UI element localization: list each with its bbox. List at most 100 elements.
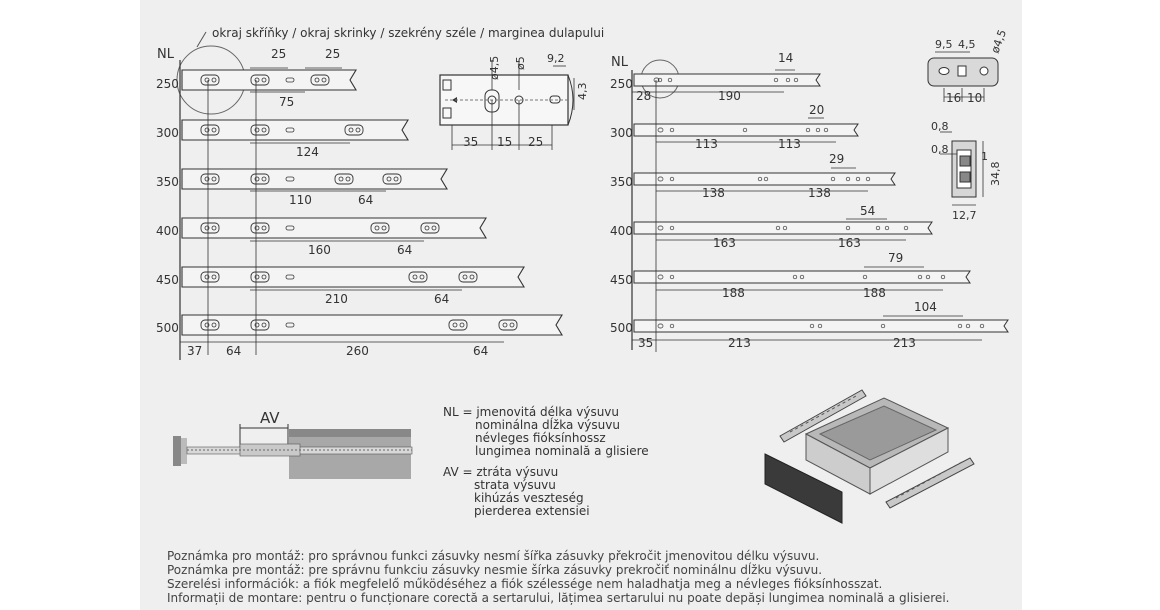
rail-hole [903, 225, 909, 231]
left-rail [181, 69, 357, 91]
rail-hole [254, 322, 260, 328]
r-dim-250-a: 14 [778, 51, 793, 65]
rail-hole [314, 77, 320, 83]
rail-hole [940, 274, 946, 280]
r-row-400: 400 [610, 224, 633, 238]
rail-hole [261, 274, 267, 280]
rail-hole [785, 77, 791, 83]
note-hu: Szerelési információk: a fiók megfelelő … [167, 577, 883, 591]
legend-av-line: kihúzás veszteség [474, 491, 584, 505]
rail-slot [382, 173, 402, 185]
rail-hole [261, 127, 267, 133]
l-dim-500-d: 64 [473, 344, 488, 358]
r-dim-500-b: 35 [638, 336, 653, 350]
rail-hole [393, 176, 399, 182]
rail-small-slot [285, 77, 295, 83]
rail-hole [809, 323, 815, 329]
left-rail-body [181, 266, 525, 288]
legend-av-line: pierderea extensiei [474, 504, 590, 518]
cabinet-edge-label: okraj skříňky / okraj skrinky / szekrény… [212, 26, 604, 40]
rail-hole [773, 77, 779, 83]
rail-hole [204, 176, 210, 182]
drawing-sheet [140, 0, 1022, 610]
rd-bottom-1: 10 [967, 91, 982, 105]
rail-slot [310, 74, 330, 86]
rail-hole [979, 323, 985, 329]
ld-bottom-0: 35 [463, 135, 478, 149]
legend-av-line: strata výsuvu [474, 478, 556, 492]
rail-hole [763, 176, 769, 182]
legend-av-line: AV = ztráta výsuvu [443, 465, 559, 479]
rail-slot [370, 222, 390, 234]
r-dim-400-a: 54 [860, 204, 875, 218]
r-dim-300-c: 113 [778, 137, 801, 151]
rail-hole [424, 225, 430, 231]
r-dim-350-c: 138 [808, 186, 831, 200]
ld-bottom-1: 15 [497, 135, 512, 149]
rail-slot [250, 319, 270, 331]
rail-hole [862, 274, 868, 280]
r-dim-500-a: 104 [914, 300, 937, 314]
rd-prof-1: 0,8 [931, 143, 949, 156]
rail-slot [420, 222, 440, 234]
l-row-450: 450 [156, 273, 179, 287]
left-rail-body [181, 217, 487, 239]
rd-prof-0: 0,8 [931, 120, 949, 133]
rail-small-slot [285, 127, 295, 133]
rail-hole [345, 176, 351, 182]
r-row-450: 450 [610, 273, 633, 287]
note-sk: Poznámka pre montáž: pre správnu funkciu… [167, 563, 823, 577]
legend-av: AV = ztráta výsuvu strata výsuvu kihúzás… [443, 466, 590, 518]
right-rail-body [633, 73, 821, 87]
l-row-250: 250 [156, 77, 179, 91]
rail-profile-detail [940, 131, 984, 206]
rail-hole [321, 77, 327, 83]
rail-hole [261, 176, 267, 182]
rd-top-0: 9,5 [935, 38, 953, 51]
right-rail [633, 270, 971, 284]
l-dim-400-b: 64 [397, 243, 412, 257]
l-dim-250-a: 25 [271, 47, 286, 61]
rail-hole [204, 77, 210, 83]
rail-hole [254, 176, 260, 182]
rail-hole [875, 225, 881, 231]
legend-nl: NL = jmenovitá délka výsuvu nominálna dĺ… [443, 406, 649, 458]
rail-small-slot [653, 77, 660, 83]
rail-hole [925, 274, 931, 280]
left-rails [181, 69, 563, 336]
rail-hole [261, 322, 267, 328]
rail-hole [254, 77, 260, 83]
l-dim-350-b: 64 [358, 193, 373, 207]
rd-prof-4: 12,7 [952, 209, 977, 222]
right-rail-body [633, 319, 1009, 333]
rail-hole [431, 225, 437, 231]
r-dim-450-b: 188 [722, 286, 745, 300]
right-rail-body [633, 270, 971, 284]
r-dim-350-b: 138 [702, 186, 725, 200]
left-rail-body [181, 168, 448, 190]
rail-hole [884, 225, 890, 231]
rail-hole [204, 225, 210, 231]
rail-hole [386, 176, 392, 182]
rail-hole [865, 176, 871, 182]
ld-top-1: ø5 [514, 56, 527, 70]
l-dim-450-b: 64 [434, 292, 449, 306]
l-dim-250-c: 75 [279, 95, 294, 109]
rail-hole [792, 274, 798, 280]
rail-hole [452, 322, 458, 328]
rail-hole [669, 176, 675, 182]
r-row-500: 500 [610, 321, 633, 335]
note-cz: Poznámka pro montáž: pro správnou funkci… [167, 549, 820, 563]
note-ro: Informații de montare: pentru o funcțion… [167, 591, 950, 605]
ld-top-2: 9,2 [547, 52, 565, 65]
rail-slot [200, 222, 220, 234]
rail-hole [374, 225, 380, 231]
ld-bottom-2: 25 [528, 135, 543, 149]
rail-hole [669, 274, 675, 280]
left-rail [181, 217, 487, 239]
l-row-350: 350 [156, 175, 179, 189]
left-dimension-lines [180, 67, 504, 355]
rail-slot [344, 124, 364, 136]
ld-side: 4,3 [576, 83, 589, 101]
rail-hole [855, 176, 861, 182]
